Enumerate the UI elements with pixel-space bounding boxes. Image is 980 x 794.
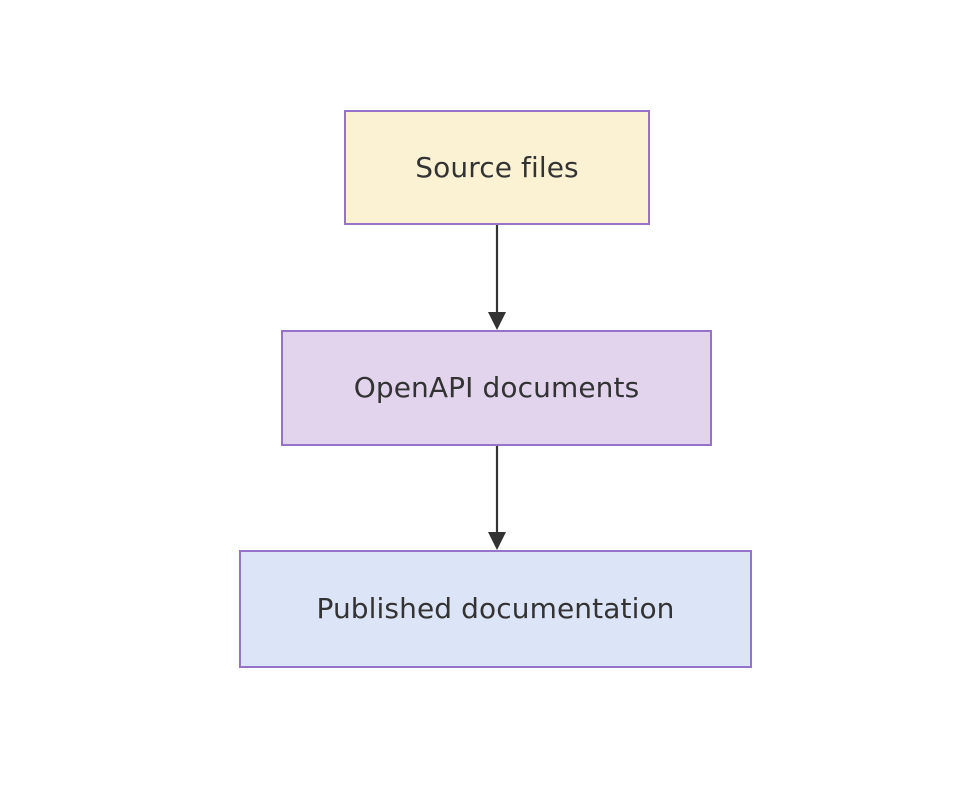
- node-openapi-documents[interactable]: OpenAPI documents: [281, 330, 712, 446]
- node-source-files[interactable]: Source files: [344, 110, 650, 225]
- node-label: Source files: [415, 150, 579, 184]
- node-label: Published documentation: [316, 592, 675, 626]
- node-label: OpenAPI documents: [353, 371, 640, 405]
- node-published-documentation[interactable]: Published documentation: [239, 550, 752, 668]
- arrowhead-icon: [488, 312, 506, 330]
- arrowhead-icon: [488, 532, 506, 550]
